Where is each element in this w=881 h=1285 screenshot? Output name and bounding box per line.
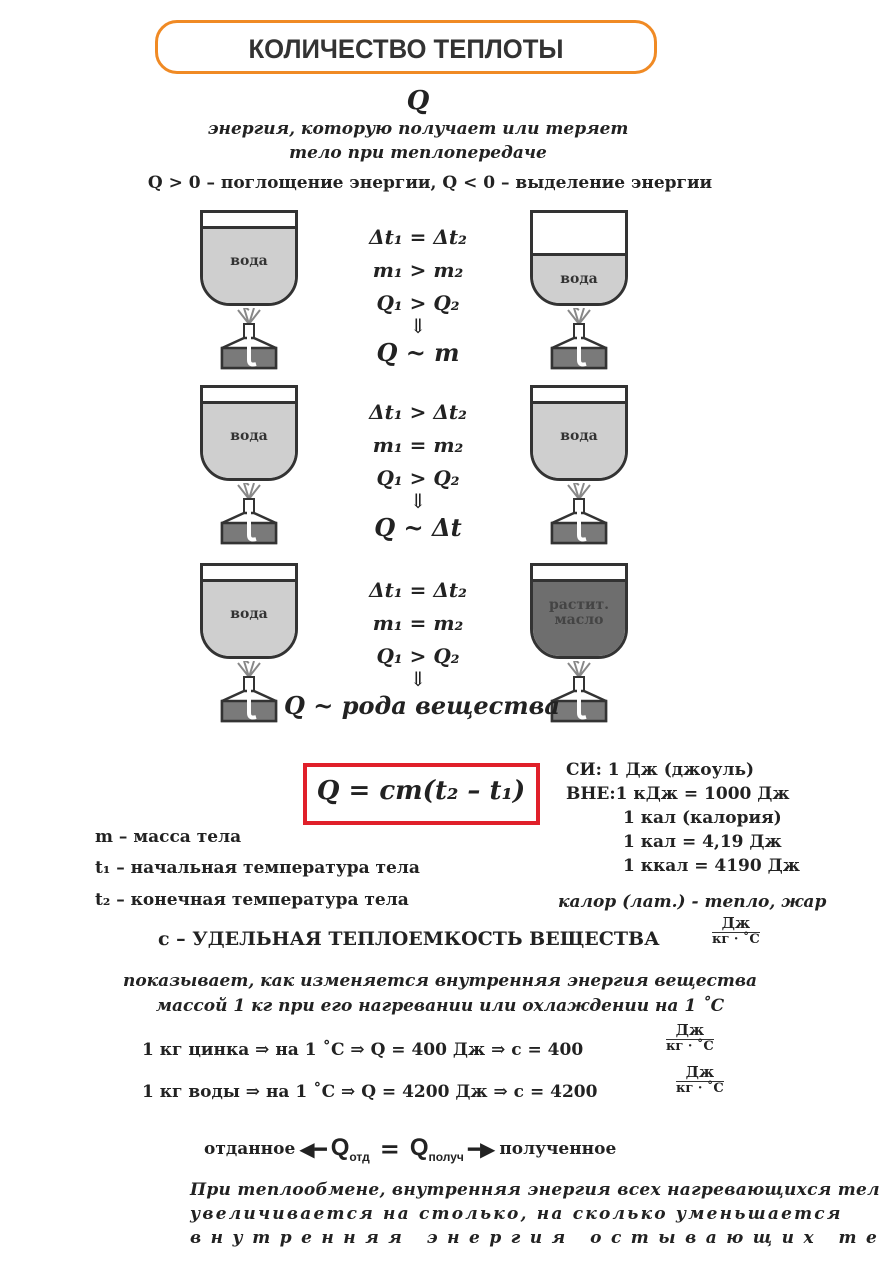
liquid-label: вода [230, 606, 268, 622]
example-water: 1 кг воды ⇒ на 1 ˚С ⇒ Q = 4200 Дж ⇒ c = … [142, 1082, 598, 1102]
heat-balance: отданное ◀━ Qотд = Qполуч ━▶ полученное [204, 1134, 616, 1164]
conclusion-line: внутренняя энергия остывающих тел [190, 1228, 881, 1248]
spirit-lamp-icon [548, 303, 610, 370]
q-out: Q [330, 1134, 350, 1161]
unit-line: 1 кал = 4,19 Дж [623, 832, 782, 852]
unit-line: ВНЕ:1 кДж = 1000 Дж [566, 784, 790, 804]
liquid [203, 401, 295, 478]
formula-box [303, 763, 540, 825]
variable-t2: t₂ – конечная температура тела [95, 890, 409, 910]
unit-numerator: Дж [712, 914, 760, 934]
comparison-line: Δt₁ = Δt₂ [369, 578, 467, 602]
q-in-sub: получ [428, 1149, 464, 1164]
comparison-line: Q₁ > Q₂ [376, 466, 460, 490]
implies-arrow-icon: ⇓ [409, 489, 427, 513]
sign-rule: Q > 0 – поглощение энергии, Q < 0 – выде… [147, 173, 713, 193]
right-vessel: вода [530, 385, 628, 481]
implies-arrow-icon: ⇓ [409, 314, 427, 338]
variable-t1: t₁ – начальная температура тела [95, 858, 420, 878]
q-out-sub: отд [349, 1149, 370, 1164]
implies-arrow-icon: ⇓ [409, 667, 427, 691]
comparison-line: m₁ = m₂ [372, 611, 464, 635]
specific-heat-heading: c – УДЕЛЬНАЯ ТЕПЛОЕМКОСТЬ ВЕЩЕСТВА [158, 928, 660, 950]
experiment-conclusion: Q ~ m [376, 338, 460, 367]
unit-si: СИ: 1 Дж (джоуль) [566, 760, 755, 780]
formula: Q = cm(t₂ – t₁) [316, 776, 526, 806]
liquid [203, 579, 295, 656]
liquid [533, 253, 625, 303]
conclusion-line: увеличивается на столько, на сколько уме… [190, 1204, 843, 1224]
page-title: КОЛИЧЕСТВО ТЕПЛОТЫ [248, 34, 564, 64]
liquid-label: вода [230, 253, 268, 269]
symbol-q: Q [406, 86, 430, 116]
equals-sign: = [379, 1134, 400, 1164]
arrow-right-icon: ━▶ [467, 1136, 496, 1161]
liquid-label: вода [560, 428, 598, 444]
liquid-label: вода [560, 271, 598, 287]
unit-denominator: кг · ˚С [676, 1081, 724, 1097]
comparison-line: Q₁ > Q₂ [376, 644, 460, 668]
description-line: массой 1 кг при его нагревании или охлаж… [155, 996, 725, 1016]
right-vessel: растит. масло [530, 563, 628, 659]
q-in: Q [409, 1134, 429, 1161]
comparison-line: Δt₁ > Δt₂ [369, 400, 467, 424]
definition-line: тело при теплопередаче [289, 143, 547, 163]
unit-denominator: кг · ˚С [712, 932, 760, 948]
etymology: калор (лат.) - тепло, жар [558, 892, 827, 912]
comparison-line: m₁ = m₂ [372, 433, 464, 457]
spirit-lamp-icon [218, 478, 280, 545]
unit-denominator: кг · ˚С [666, 1039, 714, 1055]
liquid [533, 579, 625, 656]
unit-line: 1 кал (калория) [623, 808, 782, 828]
received-label: полученное [499, 1138, 617, 1159]
spirit-lamp-icon [218, 656, 280, 723]
liquid [533, 401, 625, 478]
conclusion-line: При теплообмене, внутренняя энергия всех… [190, 1180, 880, 1200]
unit-numerator: Дж [666, 1021, 714, 1041]
definition-line: энергия, которую получает или теряет [207, 119, 629, 139]
description-line: показывает, как изменяется внутренняя эн… [122, 971, 758, 991]
variable-m: m – масса тела [95, 827, 242, 847]
left-vessel: вода [200, 210, 298, 306]
spirit-lamp-icon [548, 478, 610, 545]
liquid [203, 226, 295, 303]
arrow-left-icon: ◀━ [299, 1136, 327, 1161]
title-frame [155, 20, 657, 74]
liquid-label: вода [230, 428, 268, 444]
unit-numerator: Дж [676, 1063, 724, 1083]
liquid-label: растит. масло [549, 597, 609, 629]
given-label: отданное [204, 1138, 296, 1159]
unit-line: 1 ккал = 4190 Дж [623, 856, 800, 876]
example-zinc: 1 кг цинка ⇒ на 1 ˚С ⇒ Q = 400 Дж ⇒ c = … [142, 1040, 584, 1060]
comparison-line: Q₁ > Q₂ [376, 291, 460, 315]
comparison-line: m₁ > m₂ [372, 258, 464, 282]
experiment-conclusion: Q ~ рода вещества [284, 691, 560, 720]
spirit-lamp-icon [218, 303, 280, 370]
comparison-line: Δt₁ = Δt₂ [369, 225, 467, 249]
left-vessel: вода [200, 563, 298, 659]
left-vessel: вода [200, 385, 298, 481]
experiment-conclusion: Q ~ Δt [374, 513, 462, 542]
right-vessel: вода [530, 210, 628, 306]
